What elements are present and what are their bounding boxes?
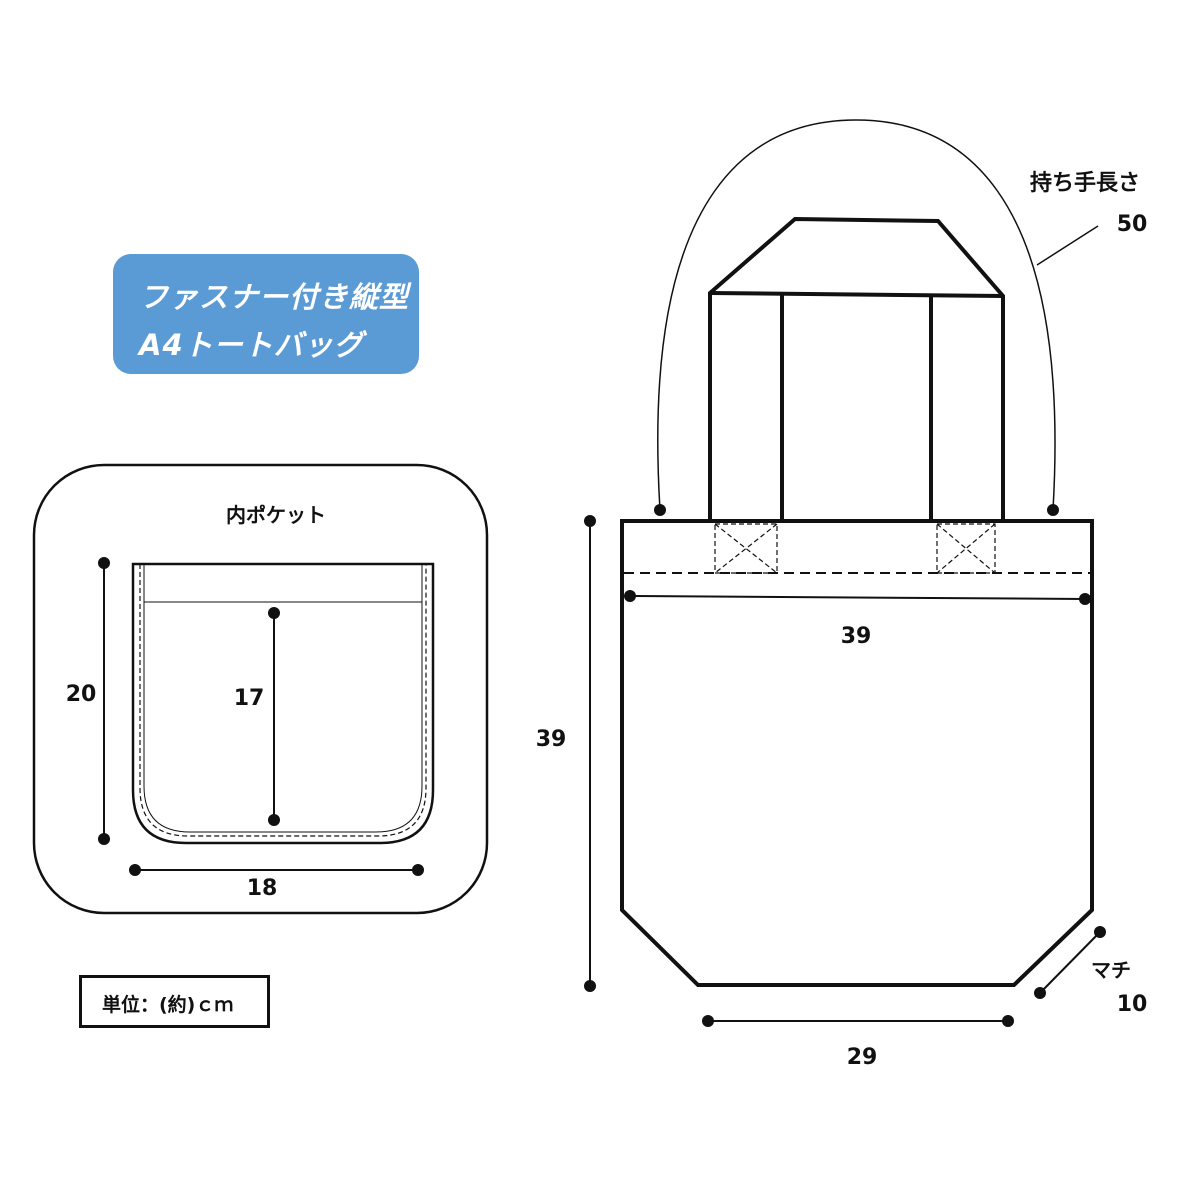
- pocket-outline: [131, 562, 435, 845]
- bag-body: [620, 519, 1094, 987]
- top-width-label: 39: [841, 624, 872, 649]
- handle-length-arc: [657, 119, 1056, 511]
- handle-attach-right: [936, 523, 996, 574]
- pocket-inner-label: 17: [234, 686, 265, 711]
- pocket-height-label: 20: [66, 682, 97, 707]
- pocket-width-label: 18: [247, 876, 278, 901]
- handle-length-title: 持ち手長さ: [1030, 171, 1140, 196]
- title-badge: ファスナー付き縦型 A4トートバッグ: [113, 254, 419, 374]
- pocket-inner-line: [143, 564, 423, 833]
- handle-inner-edges: [780, 293, 933, 522]
- pocket-stitch: [139, 564, 427, 837]
- bottom-width-label: 29: [847, 1045, 878, 1070]
- dim-line-gusset: [1039, 931, 1101, 994]
- pocket-frame: [32, 463, 489, 915]
- handle-attach-left: [714, 523, 778, 574]
- tote-bag: 持ち手長さ 50 39 39: [536, 119, 1148, 1070]
- pocket-panel: 内ポケット 20 17 18: [32, 463, 489, 915]
- bag-height-label: 39: [536, 727, 567, 752]
- gusset-value: 10: [1117, 992, 1148, 1017]
- dim-line-top-width: [629, 595, 1086, 600]
- handle-leader-line: [1036, 225, 1099, 266]
- gusset-title: マチ: [1091, 958, 1131, 982]
- pocket-label: 内ポケット: [226, 503, 326, 527]
- handle-length-value: 50: [1117, 212, 1148, 237]
- unit-label: 単位：(約)ｃｍ: [102, 994, 234, 1016]
- unit-box: 単位：(約)ｃｍ: [79, 975, 270, 1028]
- title-line-2: A4トートバッグ: [139, 328, 364, 362]
- handle-outer: [708, 216, 1005, 522]
- title-line-1: ファスナー付き縦型: [139, 280, 410, 314]
